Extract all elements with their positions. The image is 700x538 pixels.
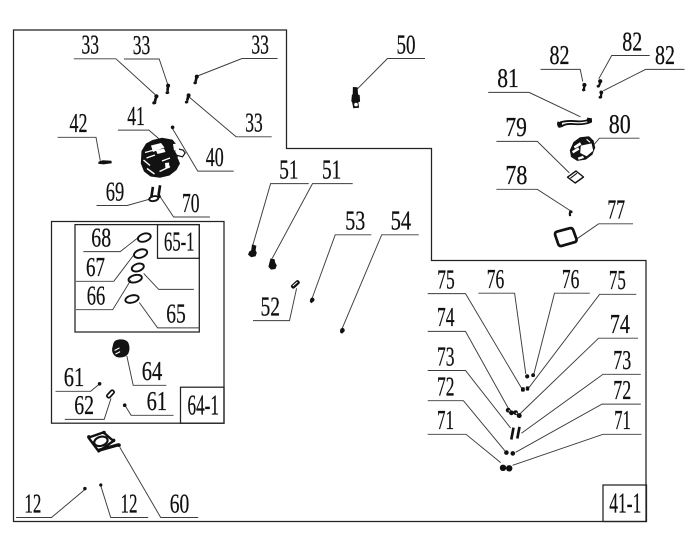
svg-text:82: 82 — [655, 40, 675, 70]
svg-text:71: 71 — [614, 405, 631, 435]
svg-text:12: 12 — [24, 489, 41, 519]
svg-text:60: 60 — [170, 489, 190, 519]
svg-text:33: 33 — [133, 30, 151, 60]
svg-text:75: 75 — [609, 265, 626, 295]
svg-text:52: 52 — [261, 291, 281, 321]
svg-text:76: 76 — [487, 264, 505, 294]
svg-text:62: 62 — [74, 390, 94, 420]
svg-text:82: 82 — [622, 26, 642, 56]
svg-text:41-1: 41-1 — [609, 488, 641, 519]
svg-text:41: 41 — [127, 101, 145, 131]
svg-text:75: 75 — [437, 264, 455, 294]
svg-text:40: 40 — [206, 142, 224, 172]
svg-text:12: 12 — [121, 489, 138, 519]
svg-text:78: 78 — [505, 160, 527, 190]
svg-text:64-1: 64-1 — [188, 390, 220, 421]
svg-text:69: 69 — [106, 176, 125, 206]
svg-text:51: 51 — [322, 154, 341, 184]
svg-text:72: 72 — [613, 375, 631, 405]
svg-text:42: 42 — [70, 108, 88, 138]
svg-text:74: 74 — [437, 302, 455, 332]
svg-text:68: 68 — [91, 222, 111, 252]
svg-text:80: 80 — [609, 109, 631, 139]
svg-text:73: 73 — [613, 345, 631, 375]
svg-text:67: 67 — [86, 252, 105, 282]
svg-text:50: 50 — [397, 29, 416, 59]
svg-text:76: 76 — [562, 264, 580, 294]
svg-text:82: 82 — [550, 40, 570, 70]
svg-text:73: 73 — [437, 341, 455, 371]
svg-text:72: 72 — [437, 372, 455, 402]
svg-text:71: 71 — [437, 405, 454, 435]
svg-text:64: 64 — [142, 356, 163, 386]
svg-text:33: 33 — [82, 30, 100, 60]
svg-text:65: 65 — [166, 299, 186, 329]
svg-text:65-1: 65-1 — [164, 226, 195, 257]
svg-text:77: 77 — [607, 195, 625, 225]
svg-text:70: 70 — [182, 188, 200, 218]
svg-text:81: 81 — [497, 63, 519, 93]
svg-text:61: 61 — [147, 386, 168, 416]
svg-text:61: 61 — [64, 362, 85, 392]
svg-text:33: 33 — [251, 29, 269, 59]
svg-text:54: 54 — [391, 206, 412, 236]
svg-text:51: 51 — [279, 154, 298, 184]
svg-text:74: 74 — [610, 309, 630, 339]
svg-text:33: 33 — [245, 108, 263, 138]
svg-text:79: 79 — [505, 112, 527, 142]
svg-text:53: 53 — [345, 206, 365, 236]
svg-text:66: 66 — [87, 281, 106, 311]
